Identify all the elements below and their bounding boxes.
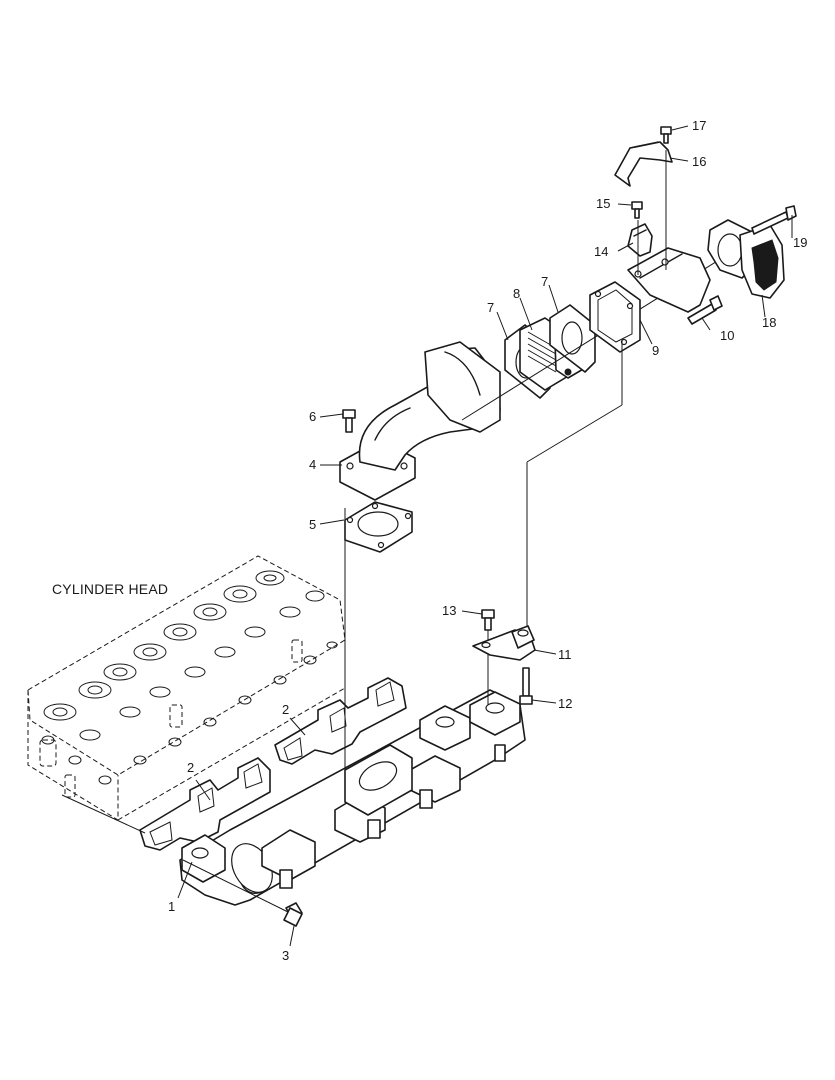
manifold-gaskets: [61, 677, 407, 851]
exhaust-pipe-4: [339, 341, 501, 501]
gasket-5: [344, 501, 413, 553]
exhaust-manifold: [179, 508, 526, 913]
callout-14: 14: [594, 244, 608, 259]
callout-3: 3: [282, 948, 289, 963]
callout-18: 18: [762, 315, 776, 330]
cylinder-head-label: CYLINDER HEAD: [52, 581, 168, 597]
callout-numbers: 1 2 2 3 4 5 6 7 7 8 9 10 11 12 13 14 15 …: [168, 118, 807, 963]
callout-19: 19: [793, 235, 807, 250]
callout-4: 4: [309, 457, 316, 472]
callout-13: 13: [442, 603, 456, 618]
callout-16: 16: [692, 154, 706, 169]
callout-10: 10: [720, 328, 734, 343]
cylinder-head: CYLINDER HEAD: [27, 555, 346, 821]
bolt-15: [631, 201, 643, 219]
egr-valve-18: [707, 219, 785, 299]
flange-plate-9: [526, 281, 641, 463]
callout-6: 6: [309, 409, 316, 424]
callout-11: 11: [558, 647, 572, 662]
bolt-10: [687, 295, 723, 325]
callout-7-left: 7: [487, 300, 494, 315]
callout-9: 9: [652, 343, 659, 358]
gasket-7-right: [549, 304, 596, 373]
bracket-11: [472, 462, 536, 705]
bolt-12: [519, 667, 533, 705]
callout-12: 12: [558, 696, 572, 711]
bolt-6: [342, 409, 356, 433]
callout-1: 1: [168, 899, 175, 914]
bolt-17: [660, 126, 672, 144]
callout-2-upper: 2: [282, 702, 289, 717]
bracket-16: [614, 141, 673, 270]
callout-leaders: [177, 125, 793, 947]
bolt-3: [283, 902, 303, 927]
callout-7-right: 7: [541, 274, 548, 289]
callout-5: 5: [309, 517, 316, 532]
bolt-19: [751, 205, 797, 235]
callout-2-lower: 2: [187, 760, 194, 775]
bolt-13: [481, 609, 495, 631]
callout-15: 15: [596, 196, 610, 211]
callout-17: 17: [692, 118, 706, 133]
callout-8: 8: [513, 286, 520, 301]
